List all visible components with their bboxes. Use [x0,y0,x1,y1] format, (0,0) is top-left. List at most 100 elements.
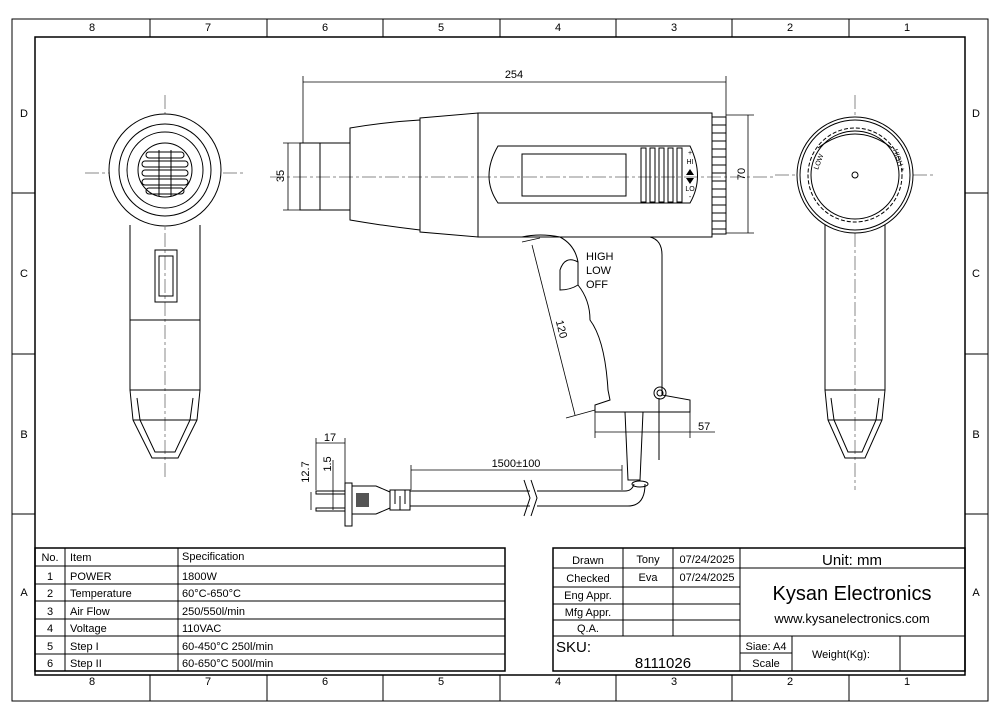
title-block: Drawn Tony 07/24/2025 Checked Eva 07/24/… [552,547,966,672]
zone-row: A [972,587,980,599]
dim-overall-length: 254 [505,69,523,81]
approval-date: 07/24/2025 [679,572,734,584]
row-spec: 60°C-650°C [182,588,241,600]
approval-role: Q.A. [577,623,599,635]
zone-col: 3 [671,22,677,34]
zone-row: B [972,429,979,441]
dial-arc [817,133,893,149]
row-no: 1 [47,571,53,583]
row-item: POWER [70,571,112,583]
company-website: www.kysanelectronics.com [773,611,929,626]
row-no: 6 [47,658,53,670]
switch-high-label: HIGH [586,251,614,263]
panel-minus: - [689,194,692,201]
zone-col: 6 [322,22,328,34]
row-item: Voltage [70,623,107,635]
zone-col: 1 [904,676,910,688]
scale-label: Scale [752,658,780,670]
dim-handle-length: 120 [553,319,569,340]
zone-col: 7 [205,22,211,34]
zone-row: A [20,587,28,599]
row-item: Step I [70,641,99,653]
sku-label: SKU: [556,639,591,656]
dim-plug-width: 17 [324,432,336,444]
air-grill-icon [141,150,189,196]
sku-value: 8111026 [635,655,691,672]
switch-off-label: OFF [586,279,608,291]
row-no: 4 [47,623,53,635]
zone-row: D [20,108,28,120]
zone-row: B [20,429,27,441]
row-spec: 250/550l/min [182,606,245,618]
switch-position-labels: HIGH LOW OFF [586,251,614,291]
handle [521,234,691,413]
dim-body-height: 70 [736,168,748,180]
approval-name: Tony [636,554,660,566]
spec-table: No. Item Specification 1 POWER 1800W 2 T… [34,547,506,672]
cord-strain-relief [624,411,644,481]
dial-center-icon [851,171,859,179]
row-spec: 60-450°C 250l/min [182,641,273,653]
dim-cord-length: 1500±100 [492,458,541,470]
column-labels-bottom: 8 7 6 5 4 3 2 1 [89,676,910,688]
approval-role: Eng Appr. [564,590,612,602]
approval-role: Drawn [572,555,604,567]
row-no: 2 [47,588,53,600]
row-item: Air Flow [70,606,110,618]
zone-row: C [972,268,980,280]
unit-label: Unit: mm [822,552,882,569]
cord-and-plug [315,479,649,527]
control-panel [488,145,698,204]
zone-col: 8 [89,22,95,34]
panel-lo-label: LO [685,186,695,193]
row-item: Step II [70,658,102,670]
company-name: Kysan Electronics [773,583,932,605]
plug-pin [315,507,346,512]
zone-row: D [972,108,980,120]
dim-pin-thickness: 1.5 [322,456,334,471]
dim-base-width: 57 [698,421,710,433]
zone-row: C [20,268,28,280]
switch-side-icon [154,249,178,303]
zone-col: 5 [438,676,444,688]
display-window [521,153,627,197]
sheet-size: Siae: A4 [746,641,787,653]
approval-name: Eva [639,572,659,584]
row-no: 3 [47,606,53,618]
row-spec: 110VAC [182,623,221,635]
plug-pin [315,490,346,495]
knurled-ring [711,116,727,235]
zone-col: 1 [904,22,910,34]
header-item: Item [70,552,91,564]
zone-col: 4 [555,676,561,688]
break-symbol [523,479,538,517]
zone-col: 7 [205,676,211,688]
row-spec: 1800W [182,571,217,583]
panel-hi-label: HI [687,159,694,166]
plug-head [344,482,353,527]
header-spec: Specification [182,551,244,563]
side-view: + HI LO - HIGH LOW OFF [270,112,775,481]
row-spec: 60-650°C 500l/min [182,658,273,670]
up-down-arrow-icon [686,169,694,184]
trigger-switch [559,259,579,291]
switch-low-label: LOW [586,265,612,277]
weight-label: Weight(Kg): [812,649,870,661]
dim-nozzle-diameter: 35 [275,170,287,182]
dim-pin-spacing: 12.7 [300,461,312,482]
approval-role: Checked [566,573,609,585]
zone-dividers [12,19,988,701]
zone-col: 2 [787,22,793,34]
zone-col: 6 [322,676,328,688]
front-view: LOW HIGH + [775,95,935,490]
approval-date: 07/24/2025 [679,554,734,566]
panel-plus: + [688,150,692,157]
zone-col: 8 [89,676,95,688]
row-no: 5 [47,641,53,653]
column-labels-top: 8 7 6 5 4 3 2 1 [89,22,910,34]
approval-role: Mfg Appr. [565,607,611,619]
zone-col: 2 [787,676,793,688]
row-labels: D C B A D C B A [20,108,980,599]
rear-view [85,95,245,480]
